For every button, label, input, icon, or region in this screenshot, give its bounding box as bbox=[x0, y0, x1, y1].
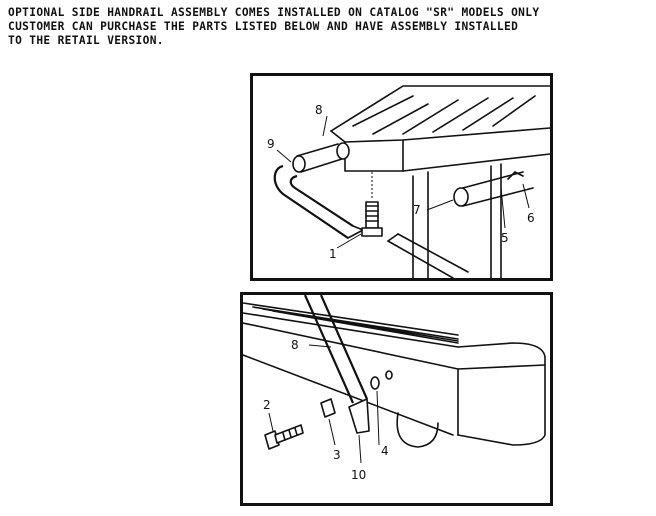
handrail-tube bbox=[273, 142, 364, 239]
instruction-header: OPTIONAL SIDE HANDRAIL ASSEMBLY COMES IN… bbox=[8, 6, 648, 48]
bolt-part-1 bbox=[361, 172, 383, 237]
washer-part-4 bbox=[370, 370, 393, 390]
callout-7: 7 bbox=[413, 203, 421, 217]
callout-6: 6 bbox=[527, 211, 535, 225]
nut-part-3 bbox=[320, 398, 336, 418]
callout-2: 2 bbox=[263, 398, 271, 412]
callout-5: 5 bbox=[501, 231, 509, 245]
callout-10: 10 bbox=[351, 468, 366, 482]
base-rail bbox=[387, 233, 469, 278]
callout-4: 4 bbox=[381, 444, 389, 458]
side-rail bbox=[243, 302, 546, 446]
header-line-3: TO THE RETAIL VERSION. bbox=[8, 34, 164, 47]
motor-housing bbox=[396, 412, 439, 448]
handrail-side-view-panel: 8 2 3 4 10 bbox=[240, 292, 553, 506]
callout-8-bottom: 8 bbox=[291, 338, 299, 352]
callout-3: 3 bbox=[333, 448, 341, 462]
callout-1: 1 bbox=[329, 247, 337, 261]
callout-9: 9 bbox=[267, 137, 275, 151]
handrail-side-drawing: 8 2 3 4 10 bbox=[243, 295, 546, 482]
header-line-2: CUSTOMER CAN PURCHASE THE PARTS LISTED B… bbox=[8, 20, 519, 33]
handrail-top-view-panel: 8 9 1 7 5 6 bbox=[250, 73, 553, 281]
handrail-post bbox=[303, 295, 370, 434]
roller-cylinder bbox=[453, 171, 534, 207]
callout-8: 8 bbox=[315, 103, 323, 117]
header-line-1: OPTIONAL SIDE HANDRAIL ASSEMBLY COMES IN… bbox=[8, 6, 540, 19]
treadmill-deck bbox=[330, 85, 550, 278]
bolt-part-2 bbox=[264, 424, 304, 450]
handrail-top-drawing: 8 9 1 7 5 6 bbox=[267, 85, 550, 278]
